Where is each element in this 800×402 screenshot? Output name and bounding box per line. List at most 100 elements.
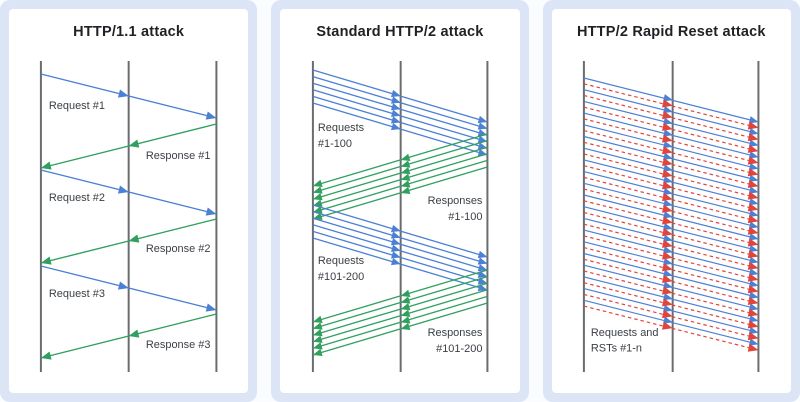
arrowhead <box>747 331 759 341</box>
flow-label: Requests and <box>591 327 659 339</box>
arrowhead <box>747 156 759 165</box>
flow-request <box>40 265 217 312</box>
arrowhead <box>400 296 411 304</box>
flow-requests-batch <box>313 204 488 292</box>
flow-line <box>583 130 759 176</box>
flow-label: #101-200 <box>318 271 364 283</box>
arrowhead <box>400 153 411 162</box>
arrowhead <box>661 204 673 213</box>
flow-line <box>583 258 759 304</box>
arrowhead <box>748 127 759 136</box>
arrowhead <box>747 238 759 247</box>
arrowhead <box>400 173 411 181</box>
arrowhead <box>661 111 673 120</box>
arrowhead <box>748 326 759 335</box>
flow-label: Responses <box>428 327 483 339</box>
arrowhead <box>313 199 323 207</box>
arrowhead <box>391 224 401 233</box>
arrowhead <box>661 122 673 131</box>
flow-line <box>583 270 759 316</box>
arrowhead <box>748 151 759 159</box>
arrowhead <box>662 152 673 161</box>
arrowhead <box>661 99 673 108</box>
arrowhead <box>400 186 411 195</box>
arrowhead <box>478 122 488 130</box>
flow-response <box>40 123 217 170</box>
arrowhead <box>662 222 673 231</box>
flow-line <box>583 176 759 222</box>
arrowhead <box>661 321 673 330</box>
flow-line <box>583 106 759 152</box>
arrowhead <box>400 309 411 317</box>
arrowhead <box>205 111 217 120</box>
flow-label: Request #2 <box>49 192 105 204</box>
arrowhead <box>478 264 488 272</box>
flow-responses-batch <box>313 269 488 357</box>
flow-label: Request #1 <box>49 100 105 112</box>
arrowhead <box>748 139 759 147</box>
flow-line <box>313 282 488 336</box>
arrowhead <box>748 338 759 346</box>
arrowhead <box>748 162 759 171</box>
arrowhead <box>478 257 488 265</box>
arrowhead <box>748 174 759 183</box>
arrowhead <box>313 186 323 194</box>
flow-line <box>583 235 759 281</box>
arrowhead <box>313 212 323 221</box>
flow-label: Responses <box>428 195 483 207</box>
arrowhead <box>661 263 673 272</box>
arrowhead <box>662 105 673 114</box>
arrowhead <box>662 164 673 172</box>
arrowhead <box>661 274 673 283</box>
arrowhead <box>313 315 323 324</box>
panel-title: HTTP/1.1 attack <box>73 24 185 40</box>
arrowhead <box>313 348 323 357</box>
arrowhead <box>40 351 52 360</box>
arrowhead <box>661 251 673 260</box>
arrowhead <box>747 226 759 235</box>
flow-label: RSTs #1-n <box>591 342 642 354</box>
arrowhead <box>478 115 488 124</box>
flow-line <box>313 275 488 330</box>
flow-line <box>583 223 759 269</box>
arrowhead <box>400 160 411 168</box>
flow-line <box>313 133 488 187</box>
arrowhead <box>391 116 401 124</box>
arrowhead <box>128 329 140 338</box>
panel-title: Standard HTTP/2 attack <box>316 24 484 40</box>
arrowhead <box>662 187 673 196</box>
flow-line <box>583 305 759 351</box>
arrowhead <box>747 203 759 212</box>
arrowhead <box>391 89 401 98</box>
flow-line <box>313 153 488 207</box>
arrowhead <box>661 157 673 166</box>
arrowhead <box>662 140 673 149</box>
flow-line <box>313 166 488 220</box>
flow-line <box>583 165 759 211</box>
arrowhead <box>662 129 673 137</box>
arrowhead <box>391 238 401 246</box>
flow-label: #1-100 <box>449 211 483 223</box>
flow-line <box>583 282 759 328</box>
flow-rst-stream <box>583 83 759 352</box>
flow-line <box>313 295 488 350</box>
arrowhead <box>661 134 673 143</box>
arrowhead <box>747 308 759 317</box>
arrowhead <box>117 185 129 194</box>
arrowhead <box>662 257 673 266</box>
arrowhead <box>662 117 673 125</box>
arrowhead <box>313 206 323 214</box>
arrowhead <box>391 103 401 111</box>
arrowhead <box>661 309 673 319</box>
arrowhead <box>748 116 759 124</box>
flow-label: Request #3 <box>49 288 105 300</box>
arrowhead <box>391 257 401 266</box>
flow-line <box>583 211 759 258</box>
arrowhead <box>128 234 140 243</box>
arrowhead <box>747 133 759 142</box>
arrowhead <box>662 316 673 324</box>
